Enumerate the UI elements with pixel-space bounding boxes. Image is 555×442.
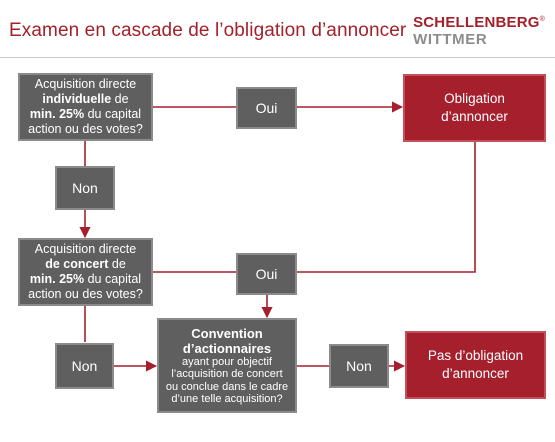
no-label-3: Non — [329, 344, 389, 388]
no-label-1: Non — [55, 166, 115, 210]
yes-label-1: Oui — [236, 87, 297, 129]
decision-individual-acquisition: Acquisition directe individuelle de min.… — [18, 73, 153, 141]
connector-q2-yes — [153, 129, 481, 273]
company-logo: SCHELLENBERG® WITTMER — [413, 14, 545, 48]
no-label-2: Non — [55, 343, 114, 389]
page-title: Examen en cascade de l’obligation d’anno… — [9, 20, 407, 41]
header-divider — [0, 57, 555, 58]
yes-label-2: Oui — [236, 253, 297, 295]
decision-concert-acquisition: Acquisition directe de concert de min. 2… — [18, 238, 153, 306]
